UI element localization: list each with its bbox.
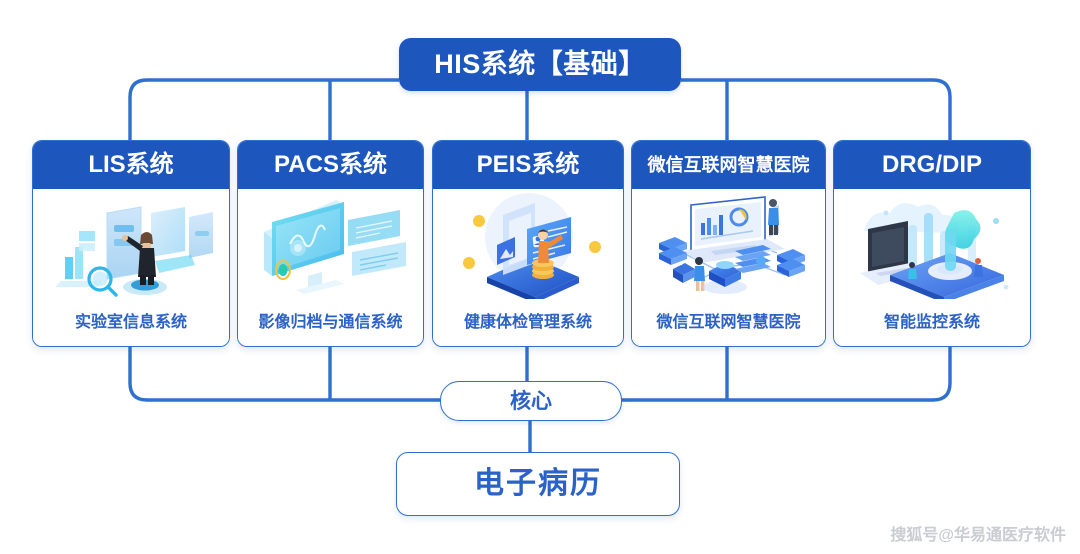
wire-lis-to-core: [128, 345, 440, 402]
card-footer-drg: 智能监控系统: [834, 300, 1030, 346]
watermark: 搜狐号@华易通医疗软件: [890, 527, 1066, 544]
card-header-lis: LIS系统: [33, 141, 229, 189]
imaging-monitor-icon: [263, 199, 406, 294]
card-illustration-lis: [33, 189, 229, 300]
wire-his-to-right-bus: [681, 78, 952, 140]
wire-drg-to-core: [620, 345, 952, 402]
wire-his-to-left-bus: [128, 78, 399, 140]
his-root-node[interactable]: HIS系统【基础】: [399, 38, 681, 91]
card-header-peis: PEIS系统: [433, 141, 623, 189]
card-subtitle-drg: 智能监控系统: [883, 314, 980, 331]
system-card-wechat[interactable]: 微信互联网智慧医院: [631, 140, 826, 347]
card-illustration-wechat: [632, 189, 825, 300]
card-title-peis: PEIS系统: [476, 151, 580, 178]
card-footer-wechat: 微信互联网智慧医院: [632, 300, 825, 346]
card-footer-lis: 实验室信息系统: [33, 300, 229, 346]
health-checkup-icon: [463, 192, 601, 299]
card-title-pacs: PACS系统: [274, 151, 387, 178]
card-illustration-pacs: [238, 189, 423, 300]
card-subtitle-lis: 实验室信息系统: [74, 314, 187, 331]
card-subtitle-wechat: 微信互联网智慧医院: [656, 314, 801, 331]
system-card-lis[interactable]: LIS系统: [32, 140, 230, 347]
system-card-drg[interactable]: DRG/DIP: [833, 140, 1031, 347]
card-title-wechat: 微信互联网智慧医院: [647, 155, 810, 175]
core-label: 核心: [510, 389, 552, 413]
card-illustration-drg: [834, 189, 1030, 300]
card-title-drg: DRG/DIP: [881, 151, 982, 178]
system-card-peis[interactable]: PEIS系统: [432, 140, 624, 347]
card-header-drg: DRG/DIP: [834, 141, 1030, 189]
card-header-wechat: 微信互联网智慧医院: [632, 141, 825, 189]
his-root-label: HIS系统【基础】: [434, 49, 646, 79]
card-title-lis: LIS系统: [88, 151, 174, 178]
card-footer-peis: 健康体检管理系统: [433, 300, 623, 346]
monitoring-laptop-icon: [860, 202, 1009, 299]
emr-node[interactable]: 电子病历: [396, 452, 680, 516]
network-dashboard-icon: [658, 195, 805, 294]
card-footer-pacs: 影像归档与通信系统: [238, 300, 423, 346]
card-subtitle-peis: 健康体检管理系统: [463, 314, 592, 331]
card-subtitle-pacs: 影像归档与通信系统: [258, 314, 403, 331]
lab-analyst-icon: [55, 205, 213, 297]
system-card-pacs[interactable]: PACS系统: [237, 140, 424, 347]
card-header-pacs: PACS系统: [238, 141, 423, 189]
card-illustration-peis: [433, 189, 623, 300]
emr-label: 电子病历: [474, 467, 602, 500]
core-node[interactable]: 核心: [440, 381, 622, 421]
